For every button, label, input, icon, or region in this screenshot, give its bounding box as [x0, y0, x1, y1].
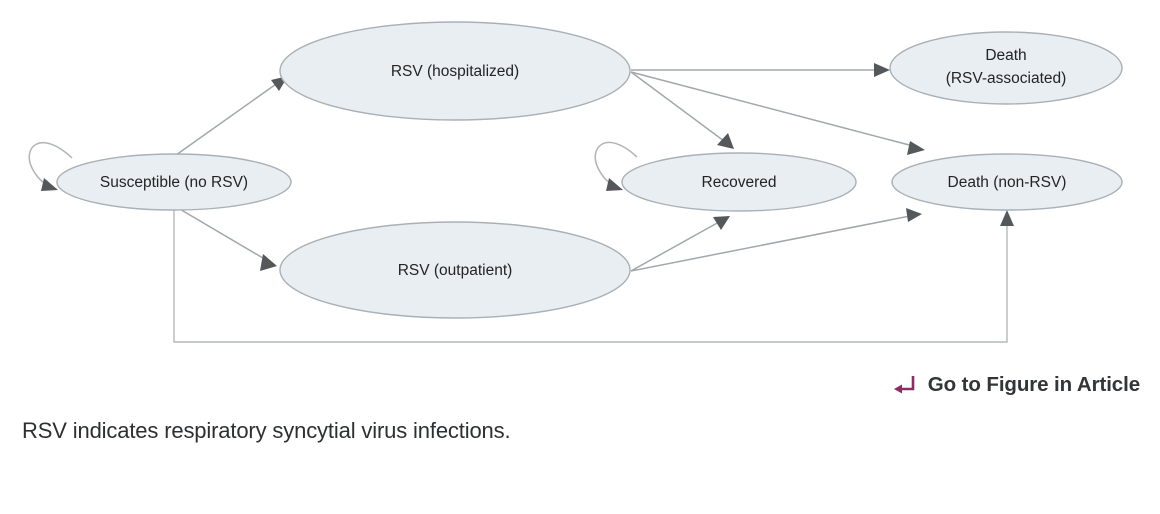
node-rsv-outpatient[interactable]: RSV (outpatient): [279, 221, 631, 319]
edge-susceptible-to-hospitalized: [175, 76, 288, 156]
node-rsv-hospitalized-shape: [279, 21, 631, 121]
return-arrow-icon: [893, 376, 915, 394]
state-transition-diagram: Susceptible (no RSV) RSV (hospitalized) …: [28, 21, 1123, 343]
edge-hospitalized-to-death-rsv: [631, 63, 890, 77]
edge-outpatient-to-recovered: [630, 216, 730, 272]
node-susceptible-shape: [56, 153, 292, 211]
node-rsv-hospitalized[interactable]: RSV (hospitalized): [279, 21, 631, 121]
node-death-rsv-associated-label-line2: (RSV-associated): [946, 70, 1067, 87]
node-recovered-shape: [621, 152, 857, 212]
edge-susceptible-self-loop: [28, 142, 73, 191]
figure-caption: RSV indicates respiratory syncytial viru…: [22, 418, 511, 443]
node-death-non-rsv-shape: [891, 153, 1123, 211]
node-death-rsv-associated[interactable]: Death (RSV-associated): [889, 31, 1123, 105]
go-to-figure-in-article-link[interactable]: Go to Figure in Article: [891, 372, 1140, 398]
node-rsv-outpatient-label: RSV (outpatient): [398, 262, 513, 279]
node-death-rsv-associated-label-line1: Death: [985, 47, 1026, 64]
node-death-non-rsv-label: Death (non-RSV): [948, 174, 1067, 191]
node-rsv-hospitalized-label: RSV (hospitalized): [391, 63, 519, 80]
edge-hospitalized-to-recovered: [630, 71, 734, 149]
node-death-rsv-associated-shape: [889, 31, 1123, 105]
node-death-non-rsv[interactable]: Death (non-RSV): [891, 153, 1123, 211]
node-susceptible[interactable]: Susceptible (no RSV): [56, 153, 292, 211]
node-recovered[interactable]: Recovered: [621, 152, 857, 212]
edge-susceptible-to-death-nonrsv: [173, 210, 1014, 343]
edge-hospitalized-to-death-nonrsv: [630, 71, 925, 155]
edge-recovered-self-loop: [594, 141, 638, 191]
node-susceptible-label: Susceptible (no RSV): [100, 174, 248, 191]
go-to-figure-in-article-label: Go to Figure in Article: [927, 373, 1140, 396]
node-rsv-outpatient-shape: [279, 221, 631, 319]
edge-susceptible-to-outpatient: [177, 207, 277, 271]
edge-outpatient-to-death-nonrsv: [630, 208, 922, 272]
node-recovered-label: Recovered: [702, 174, 777, 191]
